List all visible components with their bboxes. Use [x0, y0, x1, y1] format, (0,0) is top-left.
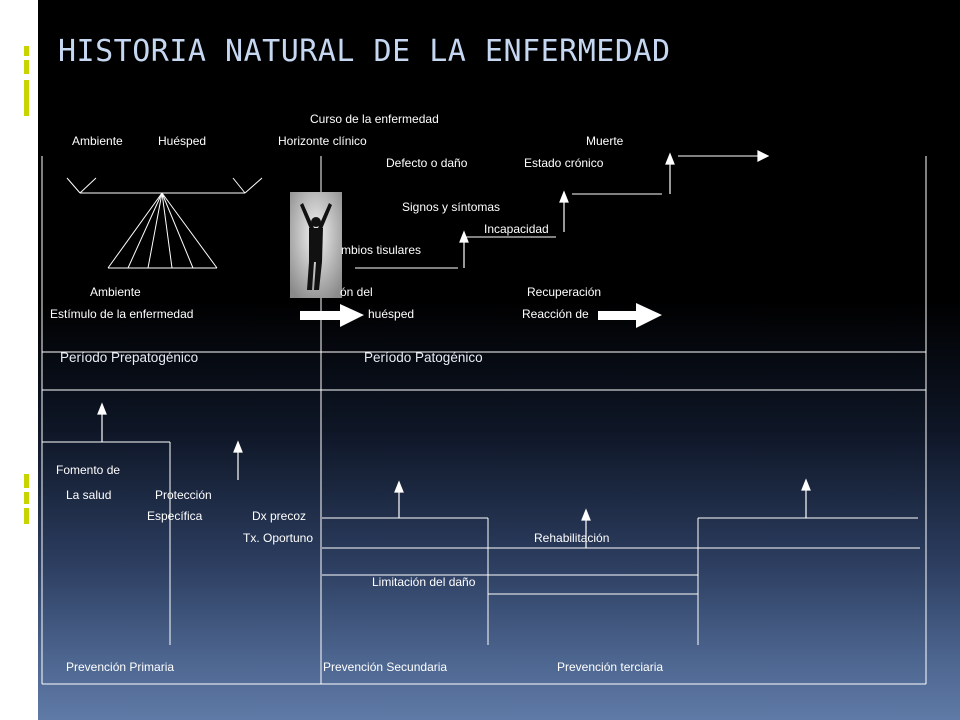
tissue-changes-label: mbios tisulares [341, 243, 422, 257]
accent-strip [24, 46, 29, 56]
secondary-prevention-label: Prevención Secundaria [323, 660, 448, 674]
clinical-horizon-label: Horizonte clínico [278, 134, 367, 148]
pathogenic-period-label: Período Patogénico [364, 350, 483, 365]
death-label: Muerte [586, 134, 624, 148]
accent-block [24, 74, 34, 80]
reaction-label: Reacción de [522, 307, 589, 321]
early-diagnosis-label: Dx precoz [252, 509, 307, 523]
accent-strip [24, 474, 29, 488]
tertiary-prevention-label: Prevención terciaria [557, 660, 664, 674]
environment-mid-label: Ambiente [90, 285, 141, 299]
chronic-state-label: Estado crónico [524, 156, 604, 170]
signs-symptoms-label: Signos y síntomas [402, 200, 501, 214]
protection-label-1: Protección [155, 488, 212, 502]
damage-label: Defecto o daño [386, 156, 468, 170]
rehabilitation-label: Rehabilitación [534, 531, 610, 545]
primary-prevention-label: Prevención Primaria [66, 660, 175, 674]
person-arms-raised-icon [290, 192, 342, 298]
timely-treatment-label: Tx. Oportuno [243, 531, 314, 545]
left-white-bar [0, 0, 38, 720]
bold-right-arrow-icon [598, 303, 662, 328]
interaction-label: ón del [340, 285, 373, 299]
prepathogenic-period-label: Período Prepatogénico [60, 350, 199, 365]
environment-label: Ambiente [72, 134, 123, 148]
accent-strip [24, 508, 29, 524]
stimulus-label: Estímulo de la enfermedad [50, 307, 194, 321]
bold-right-arrow-icon [300, 304, 364, 327]
health-promotion-label-1: Fomento de [56, 463, 121, 477]
host-label: Huésped [158, 134, 207, 148]
protection-label-2: Específica [147, 509, 203, 523]
accent-strip [24, 60, 29, 116]
disability-label: Incapacidad [484, 222, 549, 236]
course-label: Curso de la enfermedad [310, 112, 439, 126]
health-promotion-label-2: La salud [66, 488, 112, 502]
accent-strip [24, 492, 29, 504]
slide-title: HISTORIA NATURAL DE LA ENFERMEDAD [58, 34, 671, 69]
host-stimulus-label: huésped [368, 307, 415, 321]
damage-limitation-label: Limitación del daño [372, 575, 476, 589]
recovery-label: Recuperación [527, 285, 602, 299]
